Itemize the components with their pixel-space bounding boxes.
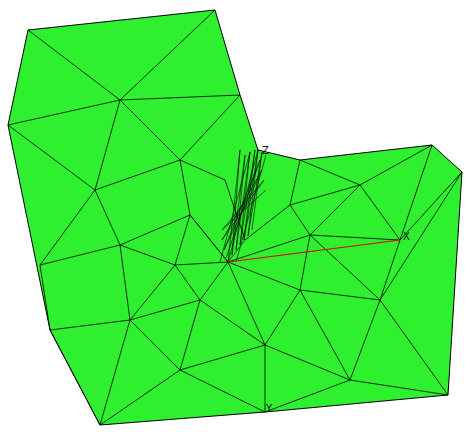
axis-label-x: X bbox=[403, 231, 410, 242]
axis-label-y: Y bbox=[266, 403, 272, 414]
axis-label-z: Z bbox=[262, 145, 269, 156]
